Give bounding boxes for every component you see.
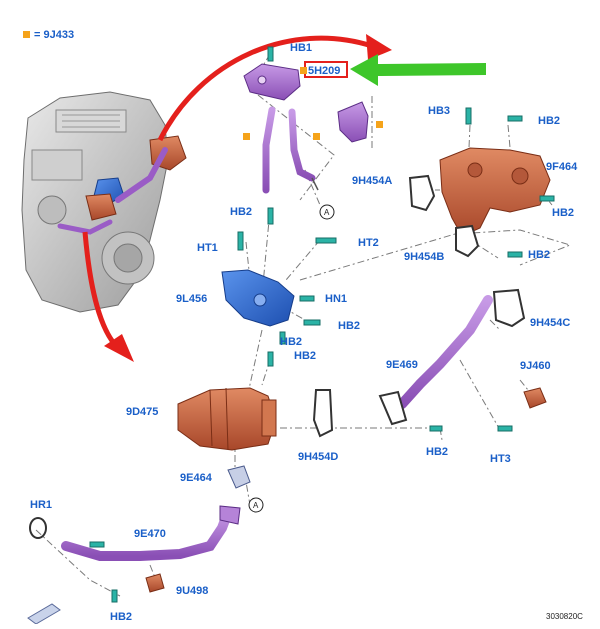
egr-valve-bracket-5h209 (243, 63, 301, 101)
legend-square-icon (23, 31, 30, 38)
label-hb2-left: HB2 (230, 206, 252, 218)
label-hb2-d: HB2 (426, 446, 448, 458)
label-hb2-a: HB2 (338, 320, 360, 332)
part-labels: HB1 5H209 HB3 HB2 9F464 9H454A HB2 HB2 H… (30, 42, 578, 623)
label-9e470: 9E470 (134, 528, 166, 540)
figure-id: 3030820C (546, 612, 583, 621)
label-ht2: HT2 (358, 237, 379, 249)
label-hb2-bottom: HB2 (110, 611, 132, 623)
label-9l456: 9L456 (176, 293, 207, 305)
label-9h454b: 9H454B (404, 251, 444, 263)
label-hb2-mid: HB2 (528, 249, 550, 261)
label-hb2-top: HB2 (538, 115, 560, 127)
label-hb1: HB1 (290, 42, 312, 54)
orange-marker-icon-4 (376, 121, 383, 128)
sensor-9j460 (523, 387, 547, 409)
label-ht3: HT3 (490, 453, 511, 465)
label-hb2-c: HB2 (294, 350, 316, 362)
fasteners (89, 46, 555, 603)
label-9h454a: 9H454A (352, 175, 392, 187)
egr-tube-9e469 (378, 295, 493, 426)
egr-valve-9d475 (177, 387, 277, 451)
gasket-9h454b (455, 224, 480, 258)
label-hb2-right: HB2 (552, 207, 574, 219)
svg-text:A: A (253, 501, 259, 510)
label-9e464: 9E464 (180, 472, 213, 484)
label-hn1: HN1 (325, 293, 347, 305)
label-hr1: HR1 (30, 499, 52, 511)
orange-marker-icon-2 (243, 133, 250, 140)
label-9j460: 9J460 (520, 360, 551, 372)
orange-marker-icon (300, 67, 307, 74)
label-ht1: HT1 (197, 242, 218, 254)
green-arrow-icon (350, 54, 486, 86)
direction-arrow-icon (27, 603, 61, 625)
egr-tube-9e470 (61, 505, 241, 561)
sensor-9u498 (145, 573, 165, 593)
label-hb3: HB3 (428, 105, 450, 117)
seal-ring-hr1 (29, 517, 47, 539)
gasket-9h454a (408, 174, 436, 212)
clip-9e464 (227, 465, 251, 489)
purple-tube-pair (262, 106, 319, 194)
label-5h209: 5H209 (308, 65, 340, 77)
red-arrow-upper (157, 35, 373, 142)
label-9u498: 9U498 (176, 585, 208, 597)
egr-bracket-9l456 (221, 269, 295, 327)
red-arrowhead-lower-icon (104, 334, 134, 362)
label-9h454d: 9H454D (298, 451, 338, 463)
legend-text: = 9J433 (34, 29, 74, 41)
callout-a-upper: A (319, 204, 335, 220)
label-9d475: 9D475 (126, 406, 158, 418)
svg-text:A: A (324, 208, 330, 217)
red-arrowhead-upper-icon (366, 34, 392, 60)
label-hb2-b: HB2 (280, 336, 302, 348)
label-9f464: 9F464 (546, 161, 578, 173)
small-purple-bracket (337, 101, 369, 143)
gasket-9h454c (492, 288, 526, 328)
gasket-9h454d (312, 389, 334, 438)
egr-cooler-9f464 (439, 147, 551, 237)
callout-a-lower: A (248, 497, 264, 513)
orange-marker-icon-3 (313, 133, 320, 140)
engine-block-illustration (21, 91, 187, 313)
label-9h454c: 9H454C (530, 317, 570, 329)
label-9e469: 9E469 (386, 359, 418, 371)
